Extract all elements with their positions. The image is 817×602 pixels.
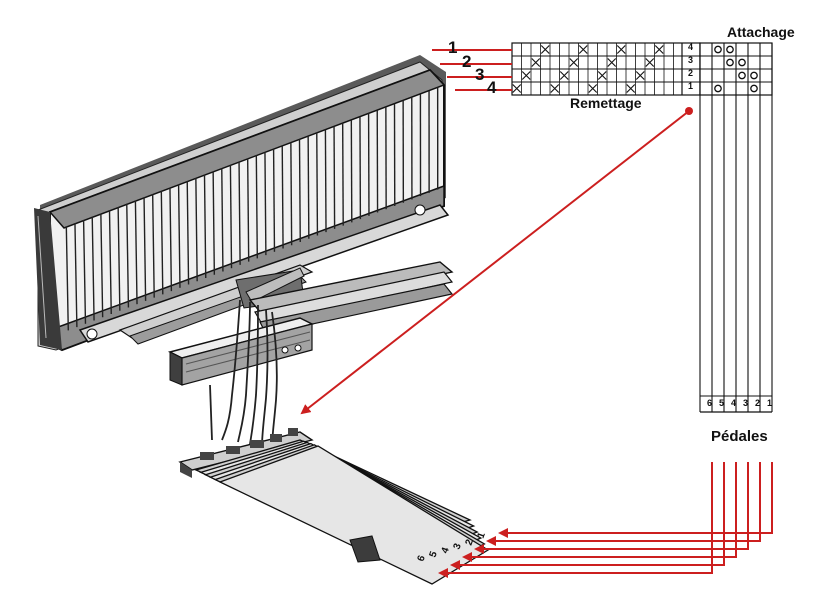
pedal-col-3: 3 <box>743 398 748 408</box>
shaft-number-1: 1 <box>448 38 457 58</box>
pedal-connector-line <box>500 462 772 533</box>
heddle <box>274 149 275 252</box>
heddle <box>282 146 283 249</box>
heddle <box>334 126 335 229</box>
pedales-label: Pédales <box>711 428 768 445</box>
shaft-number-3: 3 <box>475 65 484 85</box>
pedal-col-2: 2 <box>755 398 760 408</box>
pedals-illustration <box>180 428 488 584</box>
tieup-row-4: 4 <box>688 42 693 52</box>
remettage-label: Remettage <box>570 95 642 111</box>
attachage-grid <box>700 43 772 412</box>
tieup-row-3: 3 <box>688 55 693 65</box>
heddle <box>256 155 257 258</box>
heddle <box>317 133 318 236</box>
tieup-row-1: 1 <box>688 81 693 91</box>
heddle <box>291 142 292 245</box>
pedal-col-4: 4 <box>731 398 736 408</box>
heddle <box>265 152 266 255</box>
pedal-col-1: 1 <box>767 398 772 408</box>
heddle <box>308 136 309 239</box>
attachage-label: Attachage <box>727 24 795 40</box>
remettage-grid <box>512 43 700 95</box>
heddle <box>300 139 301 242</box>
pedal-col-6: 6 <box>707 398 712 408</box>
tieup-row-2: 2 <box>688 68 693 78</box>
pedal-connector-line <box>476 462 748 549</box>
pedal-connector-lines <box>440 462 772 573</box>
heddle <box>343 123 344 226</box>
heddle <box>325 130 326 233</box>
pedal-connector-line <box>464 462 736 557</box>
shaft-number-4: 4 <box>487 78 496 98</box>
pedal-connector-line <box>488 462 760 541</box>
pedal-col-5: 5 <box>719 398 724 408</box>
shaft-number-2: 2 <box>462 52 471 72</box>
